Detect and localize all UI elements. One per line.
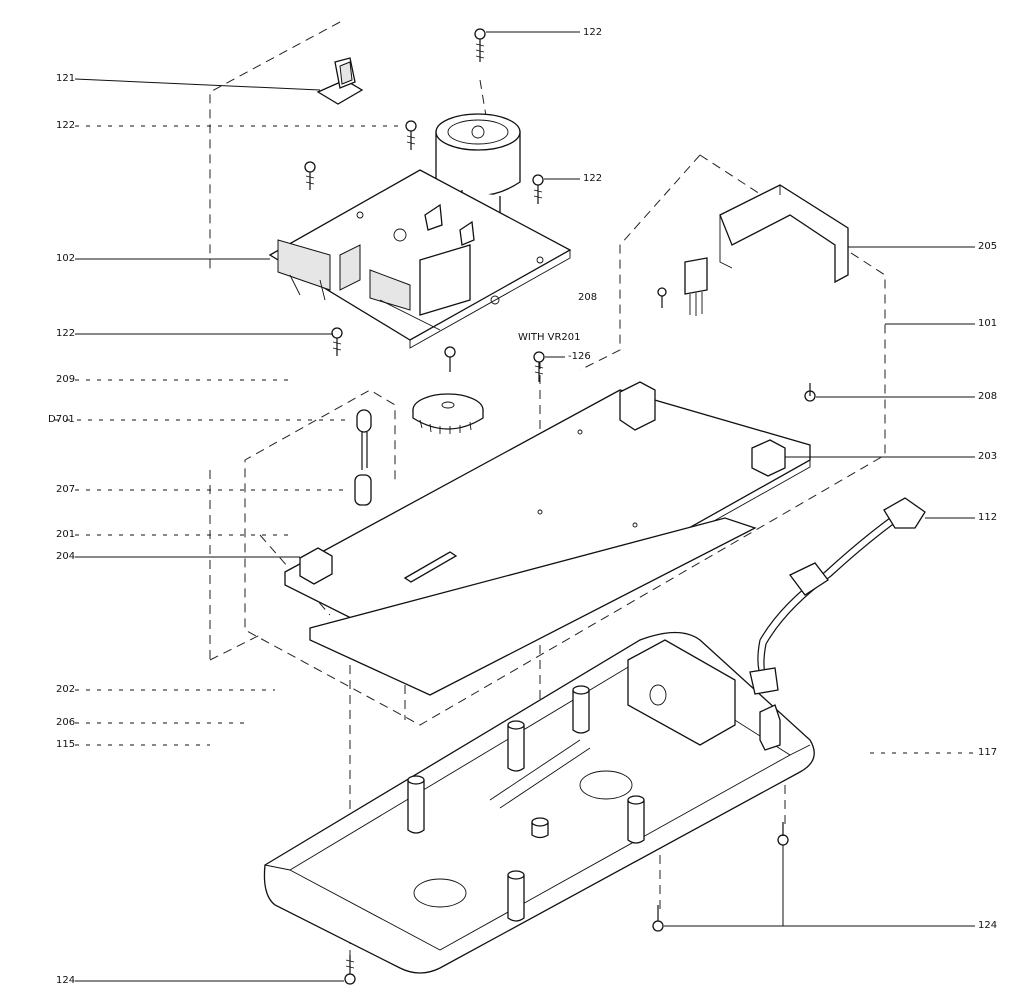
callout-126: -126 bbox=[568, 351, 591, 362]
screw-deck-bottom bbox=[444, 346, 456, 372]
knob-cap-121 bbox=[316, 57, 364, 105]
assembly-outline-top bbox=[209, 21, 341, 270]
callout-117: 117 bbox=[978, 747, 998, 758]
sub-board-202 bbox=[309, 517, 757, 696]
callout-115: 115 bbox=[56, 739, 76, 750]
assembly-outline-pcb bbox=[244, 154, 886, 726]
callout-209: 209 bbox=[56, 374, 76, 385]
callout-201: 201 bbox=[56, 529, 76, 540]
callout-208-right: 208 bbox=[978, 391, 998, 402]
callout-124-right: 124 bbox=[978, 920, 998, 931]
callout-122-right: 122 bbox=[583, 173, 603, 184]
screw-122-left bbox=[304, 161, 316, 190]
screw-bracket bbox=[657, 287, 667, 308]
base-housing bbox=[263, 631, 815, 974]
callout-208-upper: 208 bbox=[578, 292, 598, 303]
callout-122-top: 122 bbox=[583, 27, 603, 38]
callout-204: 204 bbox=[56, 551, 76, 562]
deck-mechanism-102 bbox=[268, 169, 572, 349]
callout-122-mid: 122 bbox=[56, 328, 76, 339]
gear-209 bbox=[412, 393, 484, 434]
callout-121: 121 bbox=[56, 73, 76, 84]
screw-124-mid bbox=[652, 905, 664, 932]
callout-206: 206 bbox=[56, 717, 76, 728]
callout-202: 202 bbox=[56, 684, 76, 695]
screw-208-right bbox=[804, 383, 816, 402]
assembly-outline-bracket bbox=[579, 154, 701, 371]
cable-assembly-112 bbox=[749, 497, 926, 695]
screw-122-right bbox=[532, 174, 544, 204]
callout-102: 102 bbox=[56, 253, 76, 264]
callout-112: 112 bbox=[978, 512, 998, 523]
callout-with-vr201: WITH VR201 bbox=[518, 332, 581, 343]
led-D701 bbox=[356, 409, 372, 470]
screw-124-right bbox=[777, 822, 789, 846]
led-spacer-207 bbox=[354, 474, 372, 506]
screw-126 bbox=[533, 351, 545, 382]
callout-122-left: 122 bbox=[56, 120, 76, 131]
callout-101: 101 bbox=[978, 318, 998, 329]
screw-122-upper bbox=[405, 120, 417, 150]
screw-122-mid bbox=[331, 327, 343, 356]
callout-D701: D701 bbox=[48, 414, 75, 425]
callout-205: 205 bbox=[978, 241, 998, 252]
heatsink-bracket-205 bbox=[684, 184, 849, 316]
callout-203: 203 bbox=[978, 451, 998, 462]
callout-124-bottom: 124 bbox=[56, 975, 76, 986]
callout-207: 207 bbox=[56, 484, 76, 495]
screw-124-left bbox=[344, 955, 356, 985]
screw-122-top bbox=[474, 28, 486, 62]
